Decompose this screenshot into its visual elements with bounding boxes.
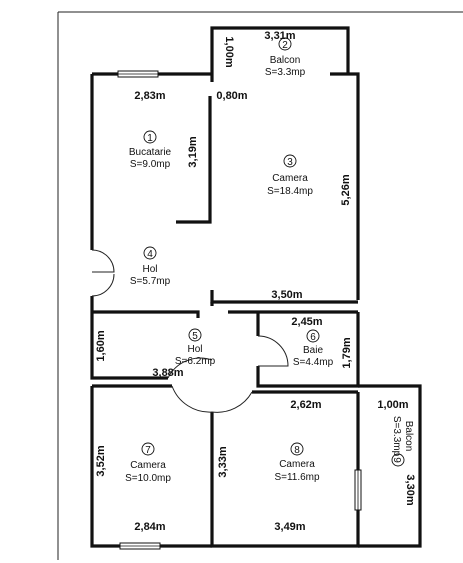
dim-balcon-right-depth: 3,30m: [404, 474, 416, 505]
walls: [90, 26, 422, 548]
room-2: 2 Balcon S=3.3mp: [265, 37, 306, 78]
svg-text:S=18.4mp: S=18.4mp: [267, 186, 313, 197]
svg-text:S=3.3mp: S=3.3mp: [391, 416, 402, 457]
svg-text:S=3.3mp: S=3.3mp: [265, 67, 306, 78]
svg-text:7: 7: [145, 445, 151, 456]
dim-hall-width: 3,88m: [152, 367, 183, 379]
dim-balcon-top-width: 3,31m: [264, 30, 295, 42]
svg-text:Balcon: Balcon: [270, 55, 301, 66]
svg-text:4: 4: [147, 249, 153, 260]
svg-text:Camera: Camera: [130, 460, 166, 471]
dim-bath-height: 1,79m: [341, 337, 353, 368]
room-1: 1 Bucatarie S=9.0mp: [129, 130, 172, 170]
room-4: 4 Hol S=5.7mp: [130, 246, 171, 287]
dim-room8-width: 3,49m: [274, 521, 305, 533]
svg-text:9: 9: [391, 457, 402, 463]
svg-text:5: 5: [192, 331, 198, 342]
dimension-labels: 3,31m 1,00m 2,83m 0,80m 3,19m 5,26m 3,50…: [95, 30, 416, 533]
dim-balcon-top-depth: 1,00m: [223, 36, 235, 67]
dim-room7-width: 2,84m: [134, 521, 165, 533]
dim-room7-height: 3,52m: [95, 445, 107, 476]
svg-text:S=4.4mp: S=4.4mp: [293, 357, 334, 368]
dim-gap-080: 0,80m: [216, 90, 247, 102]
svg-text:3: 3: [287, 157, 293, 168]
svg-text:Hol: Hol: [187, 344, 202, 355]
room-8: 8 Camera S=11.6mp: [274, 442, 320, 483]
dim-kitchen-height: 3,19m: [187, 136, 199, 167]
svg-text:6: 6: [310, 332, 316, 343]
room-9: 9 Balcon S=3.3mp: [391, 416, 414, 467]
room-3: 3 Camera S=18.4mp: [267, 154, 313, 197]
svg-text:Baie: Baie: [303, 345, 323, 356]
dim-balcon-right-width: 1,00m: [377, 399, 408, 411]
svg-text:S=5.7mp: S=5.7mp: [130, 276, 171, 287]
svg-text:S=9.0mp: S=9.0mp: [130, 159, 171, 170]
svg-text:Camera: Camera: [272, 173, 308, 184]
svg-text:Balcon: Balcon: [403, 421, 414, 452]
svg-text:Bucatarie: Bucatarie: [129, 147, 172, 158]
dim-living-height: 5,26m: [340, 174, 352, 205]
svg-text:S=6.2mp: S=6.2mp: [175, 356, 216, 367]
room-5: 5 Hol S=6.2mp: [175, 328, 216, 367]
room-labels: 1 Bucatarie S=9.0mp 2 Balcon S=3.3mp 3 C…: [125, 37, 414, 484]
svg-text:S=11.6mp: S=11.6mp: [274, 472, 320, 483]
dim-room8-height: 3,33m: [217, 446, 229, 477]
svg-text:Hol: Hol: [142, 264, 157, 275]
dim-kitchen-width: 2,83m: [134, 90, 165, 102]
windows: [117, 70, 362, 550]
svg-text:Camera: Camera: [279, 459, 315, 470]
door-swings: [91, 249, 289, 413]
room-6: 6 Baie S=4.4mp: [293, 329, 334, 368]
svg-text:2: 2: [282, 40, 288, 51]
svg-text:1: 1: [147, 133, 153, 144]
svg-text:8: 8: [294, 445, 300, 456]
dim-hall-height: 1,60m: [95, 330, 107, 361]
dim-bath-width: 2,45m: [291, 316, 322, 328]
dim-living-width: 3,50m: [271, 289, 302, 301]
svg-text:S=10.0mp: S=10.0mp: [125, 473, 171, 484]
dim-room8-top-width: 2,62m: [290, 399, 321, 411]
room-7: 7 Camera S=10.0mp: [125, 442, 171, 484]
